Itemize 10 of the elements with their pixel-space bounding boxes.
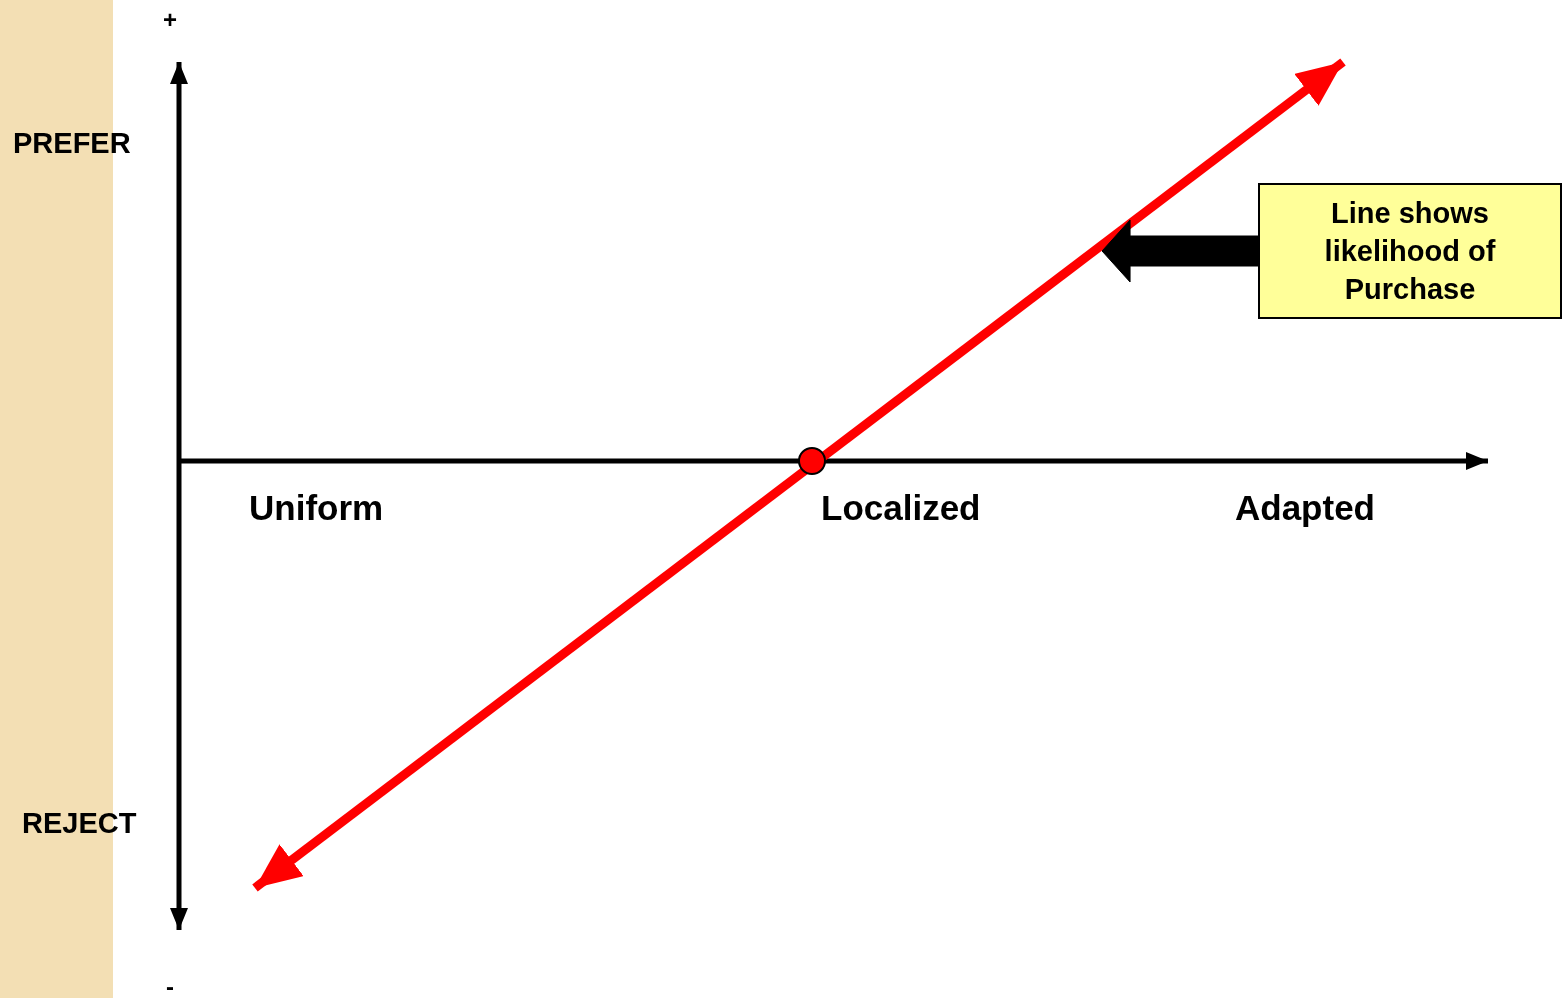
axis-end-sign: - — [166, 975, 174, 998]
axis-label: REJECT — [22, 809, 137, 838]
axis-label: PREFER — [13, 129, 131, 158]
callout-box — [1258, 183, 1562, 319]
axis-label: Adapted — [1235, 490, 1375, 525]
axis-label: Uniform — [249, 490, 384, 525]
block-arrow — [1101, 219, 1259, 283]
axis-label: Localized — [821, 490, 981, 525]
axis-end-sign: + — [163, 8, 177, 32]
callout-text: Line shows likelihood of Purchase — [1323, 196, 1497, 307]
